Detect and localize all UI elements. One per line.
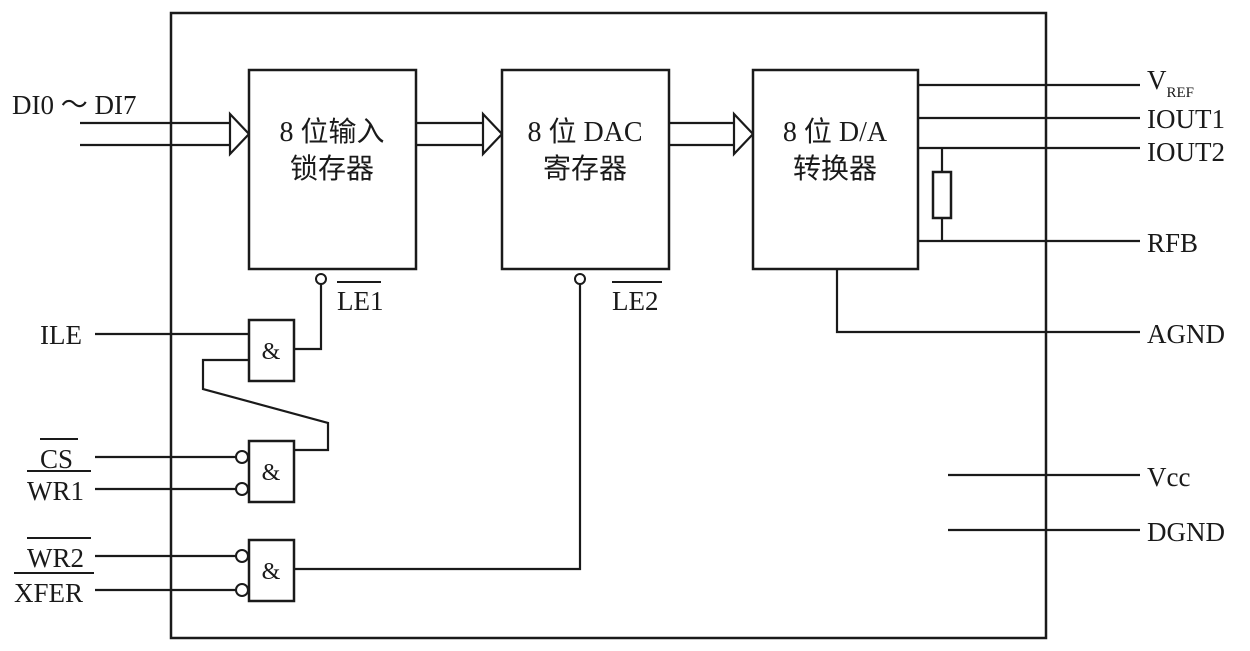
agnd-label: AGND — [1147, 319, 1225, 349]
data-input-label: DI0 ～ DI7 — [12, 90, 136, 120]
input-latch-label-line1: 8 位输入 — [279, 116, 384, 148]
dac-register-label-line2: 寄存器 — [543, 153, 627, 185]
le1-label: LE1 — [337, 286, 384, 316]
cs-label: CS — [40, 444, 73, 474]
le2-wire — [294, 284, 582, 571]
input-latch-block — [247, 68, 418, 271]
wr1-label: WR1 — [27, 476, 84, 506]
feedback-resistor — [931, 148, 953, 241]
latch-to-register-bus — [416, 111, 504, 157]
iout2-label: IOUT2 — [1147, 137, 1225, 167]
xfer-label: XFER — [14, 578, 83, 608]
and-gate-2-symbol: & — [262, 460, 281, 486]
and-gate-1 — [247, 318, 296, 383]
gate2-to-gate1-wire — [201, 358, 330, 452]
vref-label: VREF — [1147, 65, 1194, 101]
data-input-bus — [80, 111, 251, 157]
xfer-inversion-bubble — [235, 583, 249, 597]
register-to-converter-bus — [669, 111, 755, 157]
cs-inversion-bubble — [235, 450, 249, 464]
and-gate-1-symbol: & — [262, 339, 281, 365]
vcc-label: Vcc — [1147, 462, 1190, 492]
wr2-inversion-bubble — [235, 549, 249, 563]
wr1-inversion-bubble — [235, 482, 249, 496]
le2-label: LE2 — [612, 286, 659, 316]
dac-register-label-line1: 8 位 DAC — [527, 116, 642, 148]
agnd-line — [835, 269, 1140, 334]
le1-inversion-bubble — [315, 273, 327, 285]
input-latch-label-line2: 锁存器 — [290, 153, 374, 185]
wr2-label: WR2 — [27, 543, 84, 573]
da-converter-label-line1: 8 位 D/A — [783, 116, 888, 148]
da-converter-label-line2: 转换器 — [793, 153, 877, 185]
rfb-label: RFB — [1147, 228, 1198, 258]
ile-label: ILE — [40, 320, 82, 350]
dgnd-label: DGND — [1147, 517, 1225, 547]
and-gate-3 — [247, 538, 296, 603]
da-converter-block — [751, 68, 920, 271]
iout1-label: IOUT1 — [1147, 104, 1225, 134]
and-gate-2 — [247, 439, 296, 504]
le2-inversion-bubble — [574, 273, 586, 285]
dac-register-block — [500, 68, 671, 271]
le1-wire — [294, 284, 323, 351]
and-gate-3-symbol: & — [262, 559, 281, 585]
